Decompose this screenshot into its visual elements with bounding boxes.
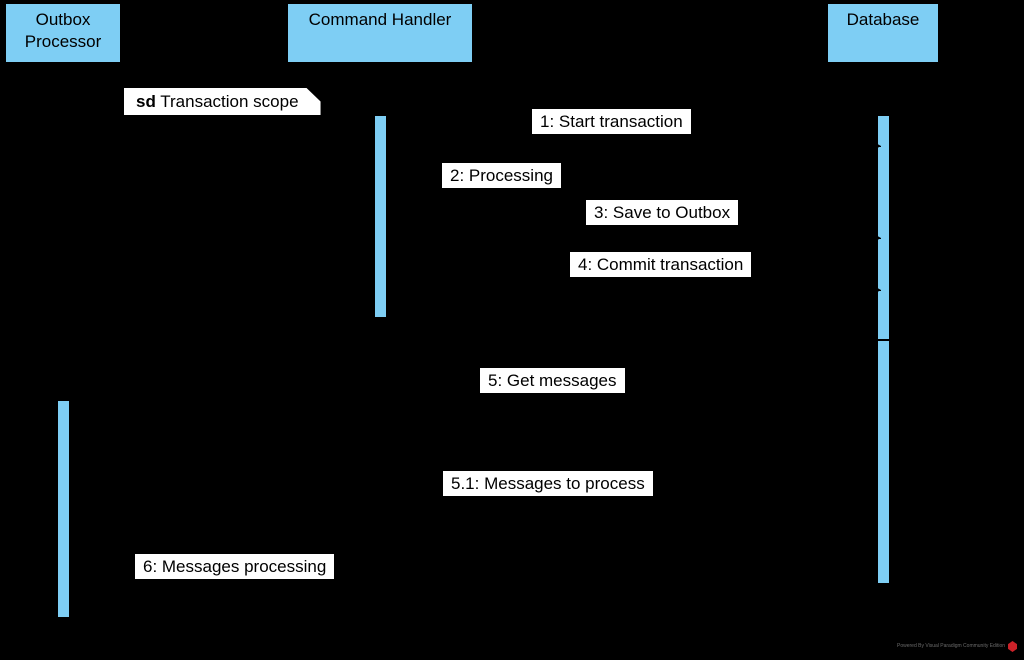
activation-outbox-processor-1 <box>57 400 70 618</box>
message-arrow-1 <box>387 146 881 147</box>
message-label-4: 4: Commit transaction <box>570 252 752 277</box>
fragment-transaction-scope-label: sd Transaction scope <box>124 88 321 115</box>
lifeline-command-handler <box>380 64 381 639</box>
message-arrowhead-4 <box>872 285 881 295</box>
message-arrowhead-3 <box>872 233 881 243</box>
activation-database-1 <box>877 115 890 340</box>
message-arrow-5 <box>70 400 877 401</box>
message-arrowhead-2 <box>387 223 396 233</box>
participant-outbox-processor[interactable]: Outbox Processor <box>4 2 122 64</box>
fragment-keyword: sd <box>136 92 156 111</box>
message-label-1: 1: Start transaction <box>532 109 691 134</box>
message-arrowhead-6 <box>70 611 79 621</box>
message-arrow-6 <box>70 586 110 587</box>
watermark: Powered By Visual Paradigm Community Edi… <box>897 641 1018 652</box>
participant-label-line1: Outbox <box>35 10 91 29</box>
message-arrow-6-riser <box>110 586 111 616</box>
message-label-2: 2: Processing <box>442 163 561 188</box>
message-arrow-2 <box>387 198 427 199</box>
message-arrow-6-return <box>70 616 110 617</box>
participant-database[interactable]: Database <box>826 2 940 64</box>
message-arrowhead-5-1 <box>70 498 79 508</box>
participant-label-line1: Database <box>846 10 920 29</box>
activation-database-2 <box>877 340 890 584</box>
participant-command-handler[interactable]: Command Handler <box>286 2 474 64</box>
watermark-text: Powered By Visual Paradigm Community Edi… <box>897 643 1006 649</box>
message-label-5: 5: Get messages <box>480 368 625 393</box>
message-arrow-5-1 <box>70 503 877 504</box>
fragment-transaction-scope-box <box>124 88 914 336</box>
message-arrow-2-return <box>387 228 427 229</box>
message-arrow-4 <box>387 290 881 291</box>
fragment-name: Transaction scope <box>160 92 299 111</box>
message-arrowhead-5 <box>868 395 877 405</box>
lifeline-outbox-processor <box>63 64 64 639</box>
message-arrowhead-1 <box>872 141 881 151</box>
message-arrow-2-riser <box>427 198 428 228</box>
watermark-logo-icon <box>1008 641 1018 652</box>
message-label-6: 6: Messages processing <box>135 554 335 579</box>
message-arrow-3 <box>387 238 881 239</box>
participant-label-line2: Processor <box>24 32 102 51</box>
message-label-3: 3: Save to Outbox <box>586 200 739 225</box>
participant-label-line1: Command Handler <box>308 10 452 29</box>
message-label-5-1: 5.1: Messages to process <box>443 471 653 496</box>
activation-command-handler-1 <box>374 115 387 318</box>
